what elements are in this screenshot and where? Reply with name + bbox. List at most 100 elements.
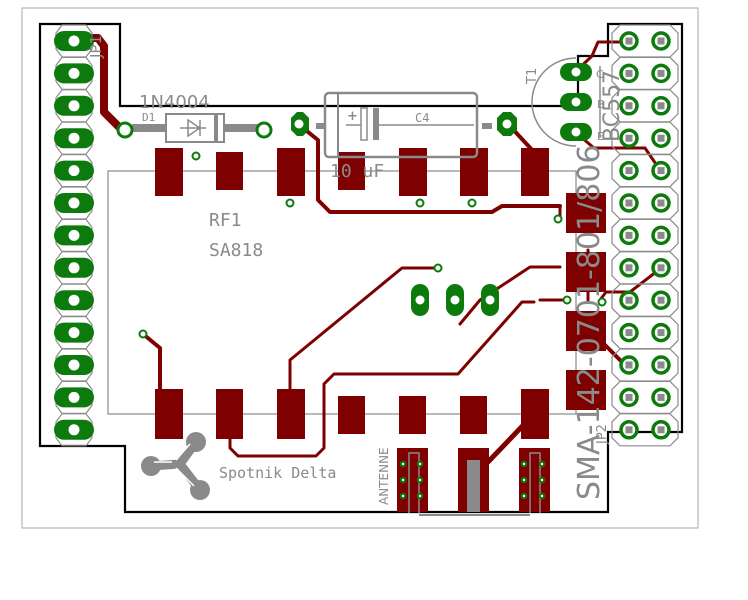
jp2-pin — [619, 322, 639, 343]
jp2-pin — [651, 290, 671, 310]
jp1-pin — [54, 56, 94, 91]
jp2-pin-row — [611, 316, 679, 350]
jp2-pin — [651, 258, 671, 278]
jp2-pin — [619, 31, 639, 51]
label-d1-name: D1 — [142, 111, 155, 124]
via — [433, 263, 443, 273]
jp2-pin-row — [611, 186, 679, 220]
copper-traces — [82, 34, 662, 465]
jp1-pin — [54, 89, 94, 123]
jp1-pin — [54, 251, 94, 285]
jp2-pin — [619, 387, 639, 408]
jp1-pin — [54, 24, 94, 58]
jp1-pin — [54, 380, 94, 414]
jp2-pin — [619, 258, 639, 278]
jp2-pin — [651, 128, 671, 148]
jp1-pin — [54, 283, 94, 317]
jp1-pin — [54, 348, 94, 382]
via — [138, 329, 148, 339]
rf1-pad-right-1 — [566, 193, 606, 233]
label-t1-name: T1 — [525, 68, 540, 85]
via — [191, 151, 201, 161]
jp1-pin — [54, 218, 94, 252]
rf1-pad-bottom-3 — [277, 389, 305, 439]
vias — [138, 151, 607, 339]
jp2-pin — [651, 193, 671, 213]
jp2-pin-row — [611, 283, 679, 317]
rf1-pad-top-5 — [399, 148, 427, 196]
label-c4-value: 10 uF — [330, 161, 384, 182]
via — [467, 198, 477, 208]
label-c4-plus: + — [347, 109, 358, 124]
rf1-pad-bottom-4 — [338, 396, 365, 434]
jp2-pin — [651, 31, 671, 51]
via — [597, 297, 607, 307]
jp2-pin — [619, 420, 639, 440]
via — [285, 198, 295, 208]
jp2-pin-row — [611, 218, 679, 252]
jp2-pin-row — [611, 348, 679, 382]
jp2-pin — [651, 420, 671, 440]
label-rf1-name: RF1 — [209, 210, 242, 231]
via — [553, 214, 563, 224]
jp2-pin — [619, 290, 639, 310]
label-t1-pin-c: C — [596, 68, 604, 81]
label-t1-pin-b: B — [597, 98, 605, 111]
jp1-pin — [54, 413, 94, 447]
jp2-pin — [651, 355, 671, 375]
jp2-pin — [619, 128, 639, 148]
jp2-pin — [619, 160, 639, 181]
label-t1-pin-e: E — [597, 130, 604, 143]
rf1-pad-right-2 — [566, 252, 606, 292]
jp2-pin — [619, 63, 639, 84]
t1-transistor — [531, 57, 601, 147]
jp2-pin — [619, 355, 639, 375]
rf1-pad-top-1 — [155, 148, 183, 196]
jp2-pin — [619, 193, 639, 213]
rf1-pad-bottom-6 — [460, 396, 487, 434]
jp2-pin-row — [611, 251, 679, 285]
label-logo-text: Spotnik Delta — [219, 464, 336, 482]
trace-left-via — [141, 332, 162, 394]
spotnik-logo-icon — [141, 432, 210, 500]
jp2-pin-row — [611, 380, 679, 414]
d1-pad-2 — [255, 121, 273, 139]
rf1-pad-top-3 — [277, 148, 305, 196]
rf1-pad-bottom-1 — [155, 389, 183, 439]
rf1-pad-bottom-2 — [216, 389, 243, 439]
rf1-pad-bottom-7 — [521, 389, 549, 439]
jp1-pin — [54, 186, 94, 220]
jp2-pin — [619, 225, 639, 246]
canvas-frame — [21, 7, 699, 529]
jp2-pin-row — [611, 121, 679, 155]
d1-diode — [116, 113, 273, 143]
rf1-pad-top-6 — [460, 148, 488, 196]
jp2-header — [611, 24, 679, 447]
d1-pad-1 — [116, 121, 134, 139]
rf1-pad-right-3 — [566, 311, 606, 351]
trace-right-3 — [598, 270, 658, 302]
label-d1-value: 1N4004 — [139, 92, 210, 113]
rf1-pad-top-4 — [338, 152, 365, 190]
label-jp2: JP2 — [595, 424, 610, 445]
jp2-pin-row — [611, 24, 679, 58]
rf1-pad-top-7 — [521, 148, 549, 196]
rf1-pad-right-4 — [566, 370, 606, 410]
trace-diagonal-2 — [458, 265, 562, 326]
trace-bottom-loop — [228, 300, 536, 458]
board-outline — [38, 22, 684, 514]
trace-jp1-d1 — [82, 34, 124, 132]
rf1-pad-top-2 — [216, 152, 243, 190]
label-rf1-value: SA818 — [209, 240, 263, 261]
jp1-pin — [54, 154, 94, 188]
label-t1-value: BC557 — [600, 70, 625, 142]
jp2-pin — [619, 96, 639, 116]
jp2-pin — [651, 96, 671, 116]
jp1-pin — [54, 121, 94, 155]
rf1-pad-bottom-5 — [399, 396, 426, 434]
jp2-pin-row — [611, 56, 679, 91]
label-sma-part: SMA-142-0701-801/806 — [572, 144, 607, 500]
trace-c4-rf — [296, 122, 562, 214]
trace-diagonal-1 — [288, 266, 440, 392]
jp2-pin-row — [611, 89, 679, 123]
